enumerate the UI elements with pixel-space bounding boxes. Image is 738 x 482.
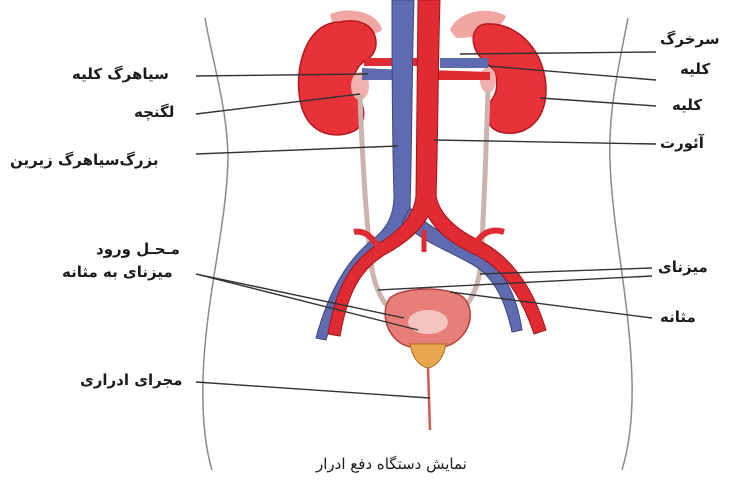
bladder-neck (410, 344, 446, 368)
bladder-trigone (408, 310, 448, 334)
label-ureter-entry-line2: میزنای به مثانه (62, 263, 173, 281)
label-kidney: کلیه (672, 96, 702, 114)
label-inferior-vena-cava: بزرگ‌سیاهرگ زیرین (10, 151, 159, 169)
internal-iliac-right (474, 231, 504, 246)
label-ureter-entry-line1: مـحـل ورود (96, 240, 180, 258)
label-aorta: آئورت (660, 134, 704, 152)
label-ureter: میزنای (658, 258, 708, 276)
label-urethra: مجرای ادراری (80, 371, 183, 389)
right-renal-vein (440, 58, 488, 68)
label-renal-artery-line2: کلیه (680, 60, 710, 78)
urethra (428, 368, 430, 430)
diagram-caption: نمایش دستگاه دفع ادرار (316, 455, 467, 473)
label-renal-pelvis: لگنچه (134, 103, 174, 121)
label-renal-artery-line1: سرخرگ (660, 30, 720, 48)
label-renal-vein: سیاهرگ کلیه (72, 65, 169, 83)
label-bladder: مثانه (660, 308, 696, 326)
